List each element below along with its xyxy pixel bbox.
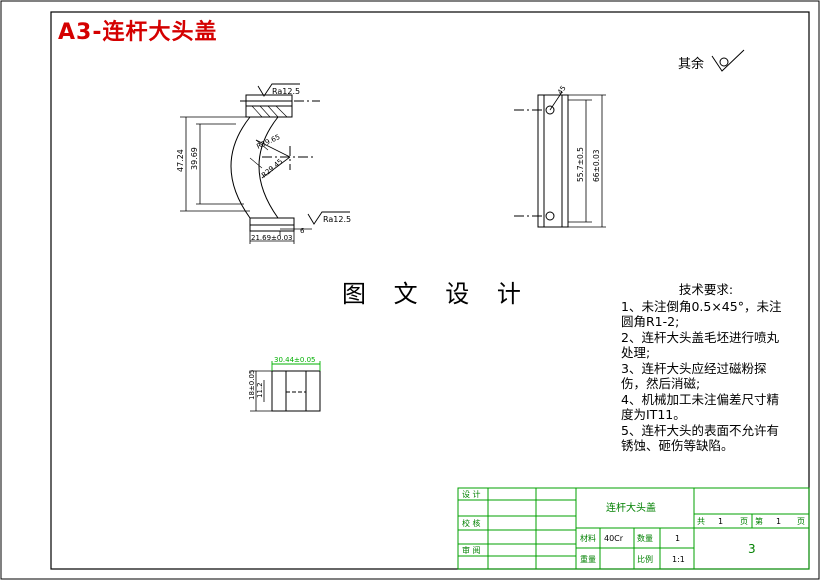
dim-side-outer: 66±0.03 <box>592 149 601 182</box>
watermark-text: 图 文 设 计 <box>342 280 531 308</box>
dim-outer-radius: R39.65 <box>255 133 281 151</box>
drawing-banner-title: A3-连杆大头盖 <box>58 20 218 45</box>
small-top-dim <box>271 361 321 371</box>
dim-side-inner: 55.7±0.5 <box>576 147 585 182</box>
title-block <box>457 487 810 570</box>
note-item: 5、连杆大头的表面不允许有锈蚀、砸伤等缺陷。 <box>621 422 779 454</box>
ra-bottom-label: Ra12.5 <box>323 215 351 224</box>
dim-small-h2: 11.2 <box>256 382 264 398</box>
tb-page-unit: 页 <box>740 517 748 526</box>
notes-title: 技术要求: <box>678 282 734 297</box>
tb-scale-label: 比例 <box>637 554 653 564</box>
small-view <box>250 370 321 412</box>
tb-drawing-no: 3 <box>748 542 756 556</box>
dim-outer-height: 47.24 <box>176 149 185 172</box>
tb-total-value: 1 <box>718 517 723 526</box>
tb-check-label: 校 核 <box>462 518 481 528</box>
note-item: 4、机械加工未注偏差尺寸精度为IT11。 <box>621 391 779 423</box>
tb-review-label: 审 阅 <box>462 545 481 555</box>
bolt-hole-bottom <box>545 211 555 221</box>
tb-scale-value: 1:1 <box>672 555 685 564</box>
side-outline <box>537 94 569 228</box>
tb-material-label: 材料 <box>580 533 596 543</box>
roughness-rest-label: 其余 <box>678 57 705 72</box>
dim-bottom-width: 21.69±0.03 <box>251 234 293 242</box>
roughness-symbol-top <box>257 83 300 97</box>
tb-total-label: 共 <box>697 517 705 526</box>
roughness-rest-symbol <box>711 49 745 72</box>
note-item: 2、连杆大头盖毛坯进行喷丸处理; <box>621 329 779 361</box>
dim-small-h1: 18±0.05 <box>248 370 256 400</box>
title-block-text: 设 计 校 核 审 阅 连杆大头盖 材料 40Cr 数量 1 重量 比例 1:1… <box>462 489 805 564</box>
drawing-frame <box>50 11 810 570</box>
roughness-symbol-bottom <box>307 211 350 225</box>
tb-qty-label: 数量 <box>637 533 653 543</box>
tb-qty-value: 1 <box>675 534 680 543</box>
dim-top-width: 30.44±0.05 <box>274 356 316 364</box>
tb-sheet-value: 1 <box>776 517 781 526</box>
dim-inner-radius: R29.45 <box>260 157 284 179</box>
tb-weight-label: 重量 <box>580 554 596 564</box>
side-view <box>514 91 606 228</box>
technical-requirements: 技术要求: 1、未注倒角0.5×45°，未注圆角R1-2; 2、连杆大头盖毛坯进… <box>621 282 791 454</box>
dim-small-width: 6 <box>300 227 305 235</box>
main-view <box>180 83 350 244</box>
tb-material-value: 40Cr <box>604 534 624 543</box>
dim-inner-height: 39.69 <box>190 147 199 170</box>
inner-arc <box>258 116 279 219</box>
note-item: 1、未注倒角0.5×45°，未注圆角R1-2; <box>621 298 782 330</box>
tb-part-name: 连杆大头盖 <box>606 501 656 514</box>
outer-arc <box>230 116 251 219</box>
section-hatch <box>249 105 288 169</box>
tb-sheet-unit: 页 <box>797 517 805 526</box>
tb-sheet-label: 第 <box>755 516 763 526</box>
tb-design-label: 设 计 <box>462 489 481 499</box>
ra-top-label: Ra12.5 <box>272 87 300 96</box>
bolt-hole-top <box>545 105 555 115</box>
dim-chamfer: 45 <box>556 84 568 96</box>
small-outline <box>271 370 321 412</box>
note-item: 3、连杆大头应经过磁粉探伤，然后消磁; <box>621 360 767 392</box>
